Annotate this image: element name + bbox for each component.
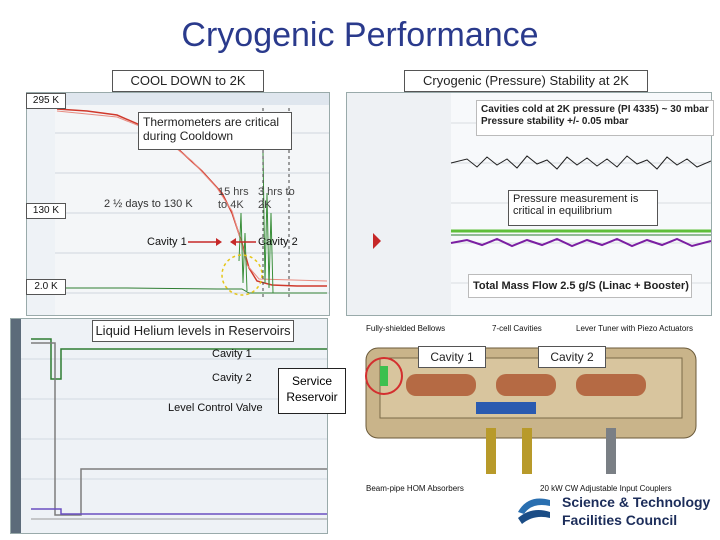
service-reservoir-box: Service Reservoir	[278, 368, 346, 414]
page-title: Cryogenic Performance	[181, 16, 539, 54]
massflow-text: Total Mass Flow 2.5 g/S (Linac + Booster…	[473, 280, 689, 292]
cavities-label: 7-cell Cavities	[492, 324, 542, 333]
cavity-arrows	[188, 238, 256, 246]
helium-cavity2: Cavity 2	[212, 372, 252, 384]
cooldown-cavity1-label: Cavity 1	[147, 236, 187, 248]
temp-2-label: 2.0 K	[26, 279, 66, 295]
stfc-logo: Science & Technology Facilities Council	[514, 492, 714, 536]
cooldown-label: COOL DOWN to 2K	[112, 70, 264, 92]
temp-295-label: 295 K	[26, 93, 66, 109]
cryomodule-diagram	[346, 318, 716, 518]
stfc-logo-mark	[516, 494, 552, 530]
days-label: 2 ½ days to 130 K	[104, 198, 193, 210]
level-control-label: Level Control Valve	[168, 402, 263, 414]
pressure-box: Cavities cold at 2K pressure (PI 4335) ~…	[476, 100, 714, 136]
helium-plot	[11, 319, 327, 533]
hrs-4k-label: 15 hrs to 4K	[218, 186, 249, 211]
stability-label: Cryogenic (Pressure) Stability at 2K	[404, 70, 648, 92]
hom-label: Beam-pipe HOM Absorbers	[366, 484, 464, 493]
pressure-line-2: Pressure stability +/- 0.05 mbar	[481, 116, 629, 127]
stfc-name-line-1: Science & Technology	[562, 494, 711, 510]
couplers-label: 20 kW CW Adjustable Input Couplers	[540, 484, 672, 493]
cryomodule-cavity1: Cavity 1	[418, 346, 486, 368]
cryomodule-drawing	[365, 347, 697, 474]
massflow-box: Total Mass Flow 2.5 g/S (Linac + Booster…	[468, 274, 692, 298]
helium-cavity1: Cavity 1	[212, 348, 252, 360]
helium-chart	[10, 318, 328, 534]
pressure-line-1: Cavities cold at 2K pressure (PI 4335) ~…	[481, 104, 709, 115]
hrs-2k-label: 3 hrs to 2K	[258, 186, 295, 211]
helium-label: Liquid Helium levels in Reservoirs	[92, 320, 294, 342]
bellows-label: Fully-shielded Bellows	[366, 324, 446, 333]
stability-plot	[347, 93, 711, 315]
pressure-note: Pressure measurement is critical in equi…	[508, 190, 658, 226]
cooldown-cavity2-label: Cavity 2	[258, 236, 298, 248]
stfc-name-line-2: Facilities Council	[562, 512, 678, 528]
tuner-label: Lever Tuner with Piezo Actuators	[576, 324, 693, 333]
cryomodule-cavity2: Cavity 2	[538, 346, 606, 368]
thermometer-annotation: Thermometers are critical during Cooldow…	[138, 112, 292, 150]
temp-130-label: 130 K	[26, 203, 66, 219]
